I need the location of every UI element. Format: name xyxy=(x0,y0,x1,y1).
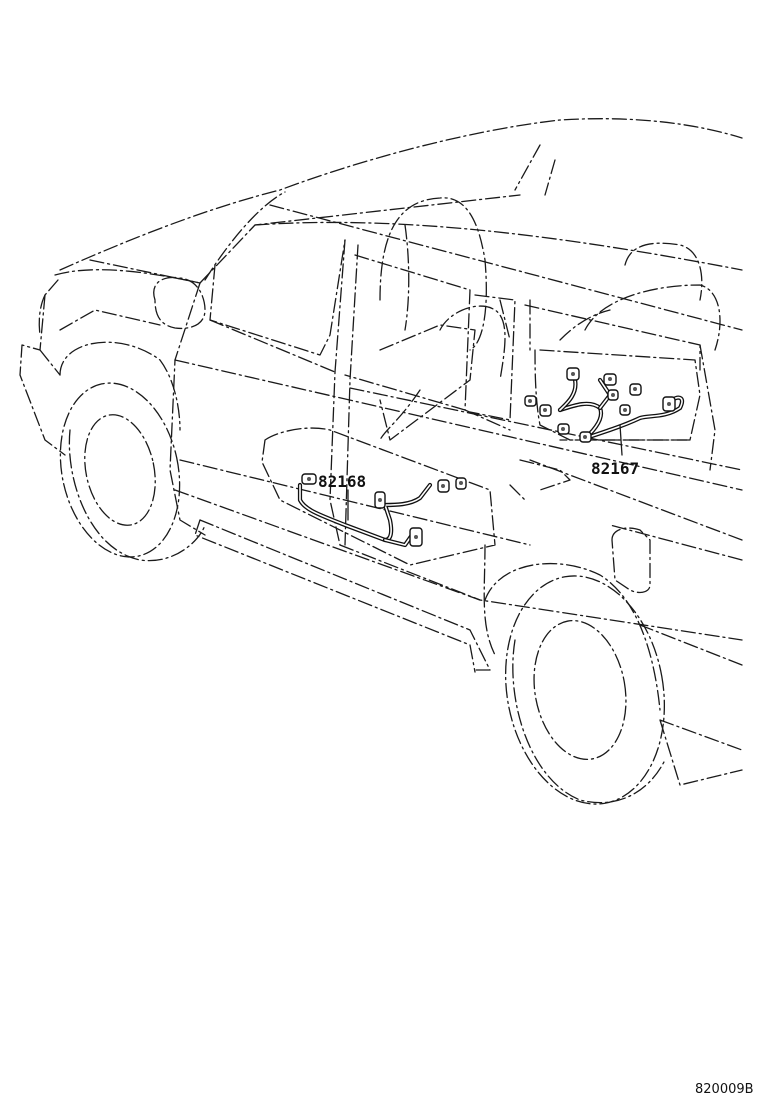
callout-82167[interactable]: 82167 xyxy=(591,459,639,478)
leader-line-82167 xyxy=(619,424,623,456)
callout-82168[interactable]: 82168 xyxy=(318,472,366,491)
harness-82168[interactable] xyxy=(297,473,467,548)
seats-outline xyxy=(261,197,721,566)
diagram-code: 820009B xyxy=(695,1082,754,1097)
vehicle-outline xyxy=(19,118,743,805)
harness-82167[interactable] xyxy=(524,367,685,443)
